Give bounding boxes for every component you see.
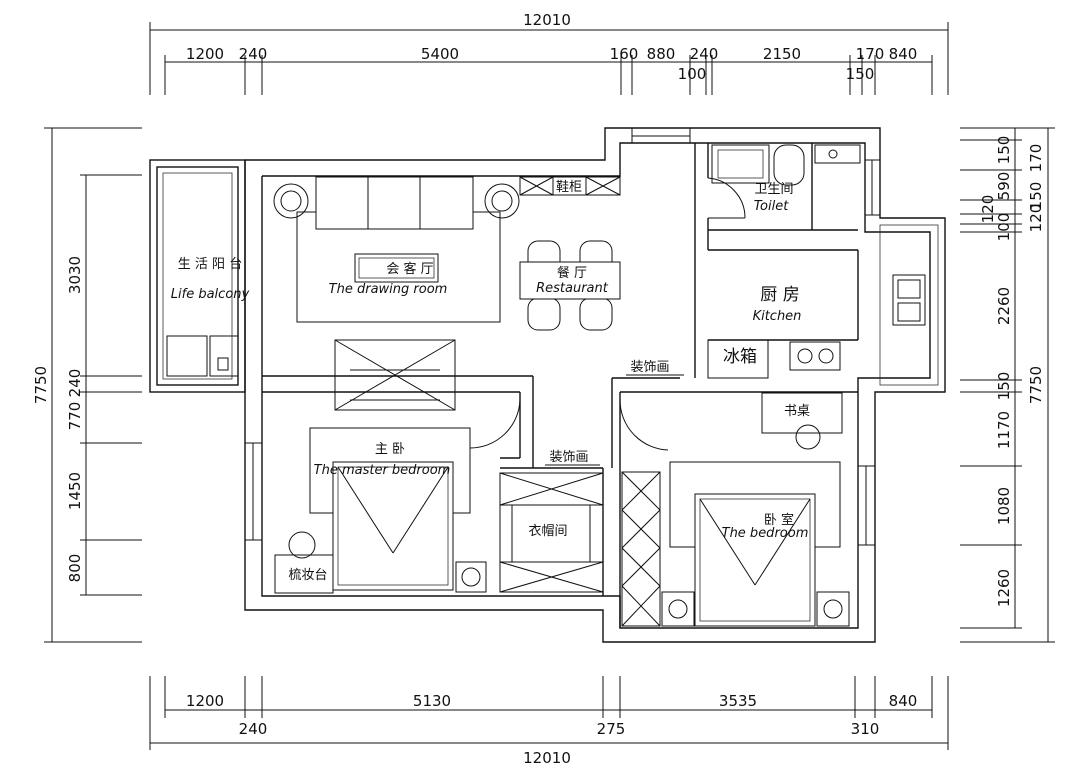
right-dim-3: 590 [995, 172, 1013, 201]
kitchen: 厨 房 Kitchen 冰箱 [707, 274, 926, 379]
left-dim-5: 800 [66, 554, 84, 583]
top-dim-6: 240 [690, 45, 719, 63]
right-dim-11: 1080 [995, 487, 1013, 525]
top-dim-3: 5400 [421, 45, 459, 63]
dining-label-cn: 餐 厅 [557, 265, 587, 281]
top-dim-5: 880 [647, 45, 676, 63]
decor-label-2: 装饰画 [549, 450, 588, 465]
left-total-dim: 7750 [32, 366, 50, 404]
kitchen-label-en: Kitchen [753, 309, 802, 324]
fridge-label: 冰箱 [723, 347, 757, 367]
shoe-cabinet: 鞋柜 [519, 176, 621, 196]
master-bedroom-label-en: The master bedroom [314, 463, 451, 478]
right-dim-1: 150 [995, 136, 1013, 165]
bottom-dim-1: 1200 [186, 692, 224, 710]
closet-label: 衣帽间 [528, 523, 567, 539]
dimension-lines-right: 150 170 590 150 120 100 120 2260 150 117… [960, 127, 1055, 643]
left-dim-3: 770 [66, 402, 84, 431]
balcony-label-en: Life balcony [171, 287, 250, 302]
dresser-label: 梳妆台 [288, 568, 327, 583]
bottom-dim-3: 3535 [719, 692, 757, 710]
top-dim-7: 2150 [763, 45, 801, 63]
master-bedroom-label-cn: 主 卧 [375, 442, 405, 457]
dimension-lines-top: 12010 1200 240 5400 160 880 240 2150 170… [149, 11, 949, 95]
right-dim-4: 150 [1027, 182, 1045, 211]
dimension-lines-left: 7750 3030 240 770 1450 800 [32, 127, 142, 643]
dining-label-en: Restaurant [536, 281, 609, 296]
right-dim-10: 1170 [995, 411, 1013, 449]
bottom-dim-2: 5130 [413, 692, 451, 710]
bedroom: 书桌 卧 室 The bedroom [619, 392, 850, 627]
walk-in-closet: 衣帽间 [499, 472, 604, 593]
dimension-lines-bottom: 1200 5130 3535 840 240 275 310 12010 [149, 676, 949, 767]
balcony-label-cn: 生 活 阳 台 [178, 257, 242, 272]
top-dim-1: 1200 [186, 45, 224, 63]
top-sub-dim-2: 150 [846, 65, 875, 83]
top-total-dim: 12010 [523, 11, 571, 29]
right-dim-2: 170 [1027, 144, 1045, 173]
top-dim-8: 170 [856, 45, 885, 63]
walls [149, 127, 946, 643]
living-room: 会 客 厅 The drawing room [273, 176, 520, 411]
bottom-total-dim: 12010 [523, 749, 571, 767]
toilet-label-en: Toilet [754, 199, 790, 214]
living-room-label-en: The drawing room [329, 282, 448, 297]
bedroom-label-cn: 卧 室 [764, 512, 794, 528]
bottom-dim-7: 310 [851, 720, 880, 738]
desk-label: 书桌 [784, 404, 810, 419]
right-dim-9: 150 [995, 372, 1013, 401]
balcony: 生 活 阳 台 Life balcony [166, 257, 250, 377]
decor-paintings: 装饰画 装饰画 [545, 360, 684, 466]
master-bedroom: 主 卧 The master bedroom 梳妆台 [274, 399, 521, 594]
living-room-label-cn: 会 客 厅 [386, 261, 433, 277]
right-dim-6: 100 [995, 213, 1013, 242]
left-dim-4: 1450 [66, 472, 84, 510]
left-dim-2: 240 [66, 369, 84, 398]
top-sub-dim-1: 100 [678, 65, 707, 83]
decor-label-1: 装饰画 [630, 360, 669, 375]
right-dim-7: 120 [1027, 204, 1045, 233]
toilet-label-cn: 卫生间 [754, 182, 793, 197]
top-dim-2: 240 [239, 45, 268, 63]
kitchen-label-cn: 厨 房 [760, 285, 799, 305]
top-dim-9: 840 [889, 45, 918, 63]
right-dim-8: 2260 [995, 287, 1013, 325]
shoe-cabinet-label: 鞋柜 [556, 179, 582, 195]
bottom-dim-6: 275 [597, 720, 626, 738]
bottom-dim-4: 840 [889, 692, 918, 710]
right-dim-12: 1260 [995, 569, 1013, 607]
right-dim-5: 120 [979, 195, 997, 224]
toilet: 卫生间 Toilet [707, 144, 861, 219]
top-dim-4: 160 [610, 45, 639, 63]
dining-area: 餐 厅 Restaurant [519, 240, 621, 331]
right-total-dim: 7750 [1027, 366, 1045, 404]
bottom-dim-5: 240 [239, 720, 268, 738]
left-dim-1: 3030 [66, 256, 84, 294]
bedroom-label-en: The bedroom [722, 526, 809, 541]
